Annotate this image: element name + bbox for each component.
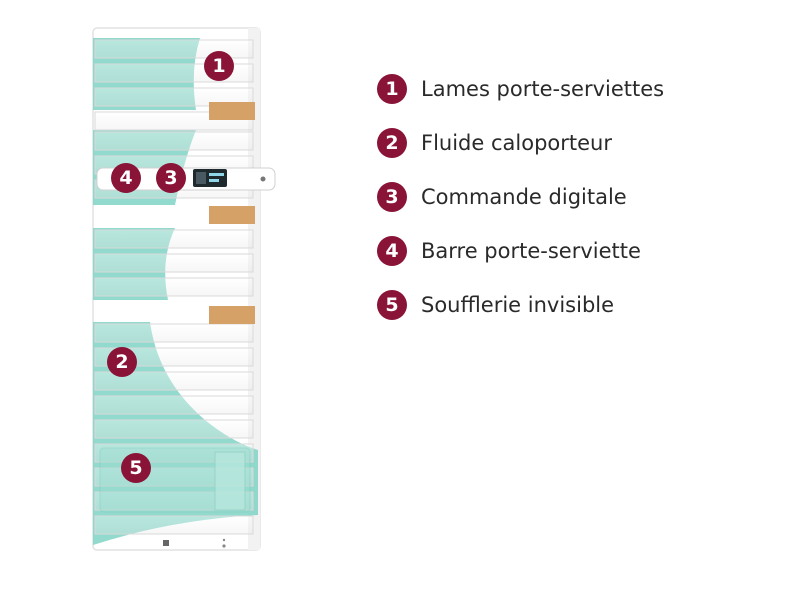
towel-slat <box>94 419 254 439</box>
legend-badge: 4 <box>377 236 407 266</box>
legend-item-5: 5 Soufflerie invisible <box>377 278 777 332</box>
display-readout-icon-2 <box>209 179 219 182</box>
legend-badge: 1 <box>377 74 407 104</box>
wood-accent-3 <box>209 306 255 324</box>
legend: 1 Lames porte-serviettes 2 Fluide calopo… <box>377 62 777 332</box>
display-readout-icon <box>209 173 224 176</box>
blower-grille <box>214 451 246 511</box>
legend-item-2: 2 Fluide caloporteur <box>377 116 777 170</box>
wood-accent-1 <box>209 102 255 120</box>
towel-slat <box>94 277 254 297</box>
towel-slat <box>94 515 254 535</box>
legend-label: Lames porte-serviettes <box>421 77 665 101</box>
towel-slat <box>94 131 254 151</box>
bottom-switch-icon <box>163 540 169 546</box>
towel-slat <box>94 253 254 273</box>
marker-1: 1 <box>204 51 234 81</box>
legend-label: Soufflerie invisible <box>421 293 615 317</box>
legend-label: Fluide caloporteur <box>421 131 612 155</box>
bottom-indicator-icon-2 <box>222 538 226 542</box>
marker-5: 5 <box>121 453 151 483</box>
legend-item-3: 3 Commande digitale <box>377 170 777 224</box>
legend-label: Commande digitale <box>421 185 627 209</box>
towel-slat <box>94 395 254 415</box>
towel-slat <box>94 491 254 511</box>
bottom-indicator-icon <box>222 544 226 548</box>
marker-4: 4 <box>111 163 141 193</box>
towel-slat <box>94 229 254 249</box>
legend-badge: 5 <box>377 290 407 320</box>
legend-item-4: 4 Barre porte-serviette <box>377 224 777 278</box>
towel-bar <box>96 167 276 191</box>
towel-slat <box>94 371 254 391</box>
marker-3: 3 <box>156 163 186 193</box>
legend-badge: 2 <box>377 128 407 158</box>
towel-slat <box>94 87 254 107</box>
display-screen-icon <box>196 172 206 184</box>
legend-label: Barre porte-serviette <box>421 239 641 263</box>
legend-item-1: 1 Lames porte-serviettes <box>377 62 777 116</box>
towel-slat <box>94 323 254 343</box>
legend-badge: 3 <box>377 182 407 212</box>
wood-accent-2 <box>209 206 255 224</box>
marker-2: 2 <box>107 347 137 377</box>
towel-bar-end-icon <box>260 176 266 182</box>
